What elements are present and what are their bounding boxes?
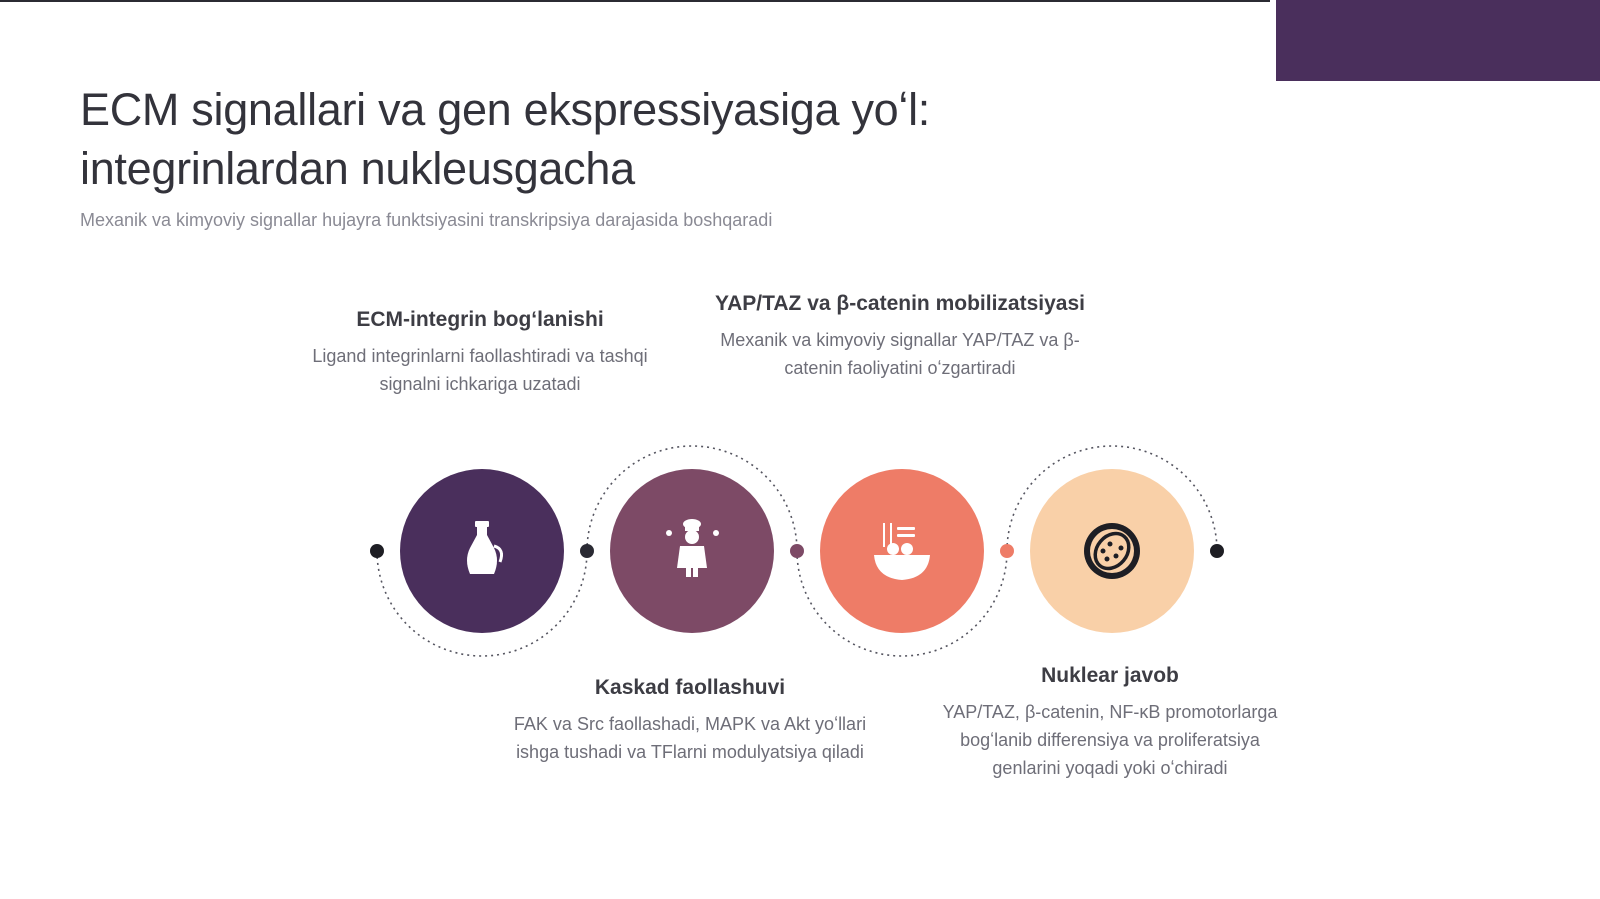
step-description: FAK va Src faollashadi, MAPK va Akt yoʻl… — [513, 714, 867, 762]
cell-nucleus-icon — [1084, 523, 1140, 579]
node-dot-1 — [370, 544, 384, 558]
step-label-1: ECM-integrin bogʻlanishi Ligand integrin… — [300, 304, 660, 398]
accent-block — [1276, 0, 1600, 81]
node-dot-3 — [790, 544, 804, 558]
step-description: YAP/TAZ, β-catenin, NF-κB promotorlarga … — [942, 702, 1278, 778]
step-label-4: Nuklear javob YAP/TAZ, β-catenin, NF-κB … — [940, 660, 1280, 782]
step-label-3: YAP/TAZ va β-catenin mobilizatsiyasi Mex… — [710, 288, 1090, 382]
noodle-bowl-icon — [874, 523, 930, 580]
step-description: Ligand integrinlarni faollashtiradi va t… — [312, 346, 648, 394]
step-description: Mexanik va kimyoviy signallar YAP/TAZ va… — [720, 330, 1080, 378]
step-title: Nuklear javob — [1041, 664, 1179, 687]
top-divider-line — [0, 0, 1270, 2]
page-title: ECM signallari va gen ekspressiyasiga yo… — [80, 84, 930, 194]
step-title: ECM-integrin bogʻlanishi — [356, 308, 604, 331]
step-title: Kaskad faollashuvi — [594, 676, 786, 699]
step-label-2: Kaskad faollashuvi FAK va Src faollashad… — [500, 672, 880, 766]
chef-icon — [666, 519, 719, 577]
node-dot-5 — [1210, 544, 1224, 558]
connector-arc-3 — [796, 550, 1008, 657]
connector-arc-2 — [586, 445, 798, 552]
bottle-icon — [467, 521, 503, 574]
page-subtitle: Mexanik va kimyoviy signallar hujayra fu… — [80, 210, 773, 230]
connector-arc-4 — [1006, 445, 1218, 552]
node-dot-4 — [1000, 544, 1014, 558]
connector-arc-1 — [376, 550, 588, 657]
node-dot-2 — [580, 544, 594, 558]
step-title: YAP/TAZ va β-catenin mobilizatsiyasi — [715, 292, 1085, 315]
